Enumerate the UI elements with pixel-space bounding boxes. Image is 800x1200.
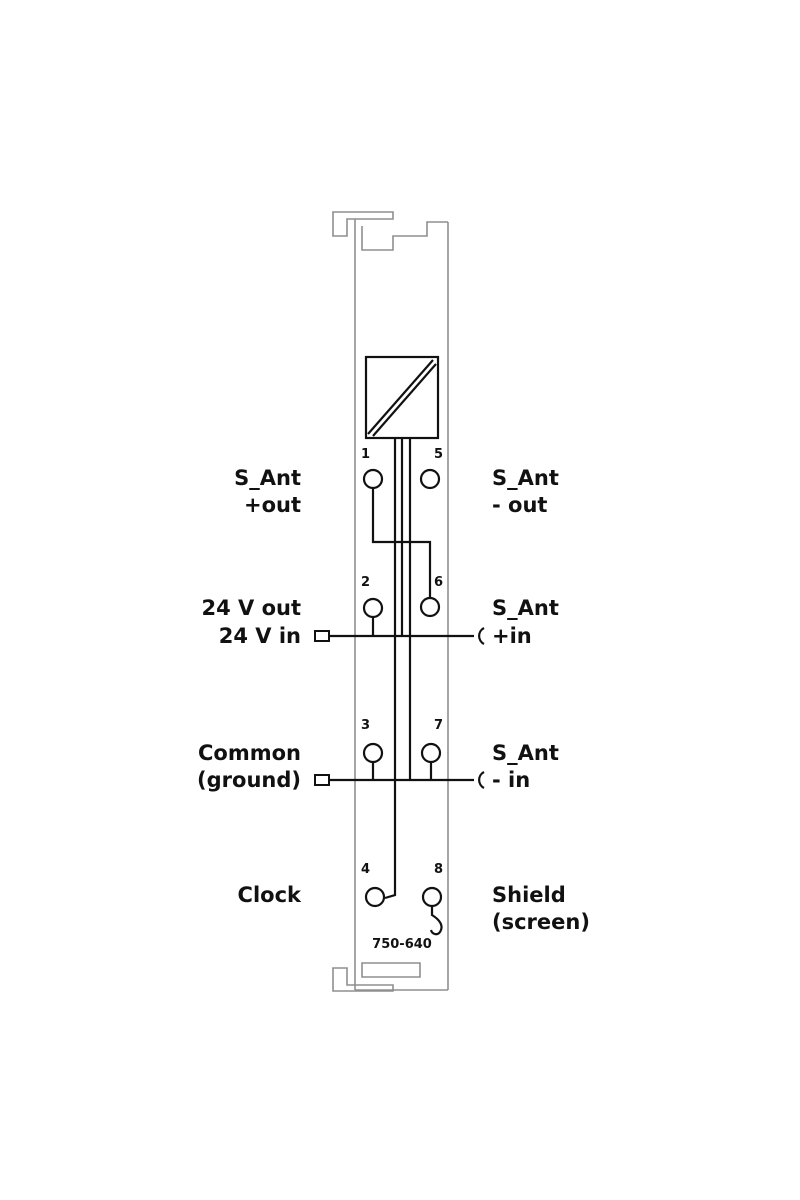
label-sant-in-plus-1: S_Ant: [492, 596, 559, 620]
label-shield-1: Shield: [492, 883, 566, 907]
housing-top-notch: [361, 221, 448, 251]
left-labels: S_Ant +out 24 V out 24 V in Common (grou…: [197, 466, 302, 907]
label-sant-out-minus-2: - out: [492, 493, 547, 517]
model-number: 750-640: [372, 937, 432, 952]
housing-top-latch: [332, 211, 394, 237]
pin-number-1: 1: [361, 447, 370, 462]
wire-pin1-pin6: [371, 489, 432, 597]
terminal-3: [362, 742, 384, 764]
housing-bottom-notch: [361, 962, 421, 978]
label-common-1: Common: [198, 741, 301, 765]
housing-body: [354, 219, 449, 991]
label-sant-in-minus-1: S_Ant: [492, 741, 559, 765]
terminal-6: [419, 596, 441, 618]
wire-bus-a: [384, 438, 397, 900]
connector-24v-square-icon: [314, 630, 330, 642]
converter-diagonal-a: [367, 359, 434, 435]
terminal-4: [364, 886, 386, 908]
label-sant-out-minus-1: S_Ant: [492, 466, 559, 490]
terminals: [362, 468, 443, 908]
pin-number-4: 4: [361, 862, 370, 877]
pin-numbers: 1 2 3 4 5 6 7 8: [361, 447, 443, 877]
terminal-8: [421, 886, 443, 908]
pin-number-2: 2: [361, 575, 370, 590]
connector-ground-square-icon: [314, 774, 330, 786]
pin-number-7: 7: [434, 718, 443, 733]
internal-wiring: [329, 438, 474, 936]
housing-bottom-latch: [332, 967, 394, 992]
external-connectors: [314, 627, 485, 789]
terminal-5: [419, 468, 441, 490]
pin-number-6: 6: [434, 575, 443, 590]
terminal-1: [362, 468, 384, 490]
terminal-2: [362, 597, 384, 619]
wire-shield-hook: [429, 907, 443, 936]
label-sant-out-plus-2: +out: [244, 493, 301, 517]
right-labels: S_Ant - out S_Ant +in S_Ant - in Shield …: [492, 466, 590, 934]
label-clock: Clock: [238, 883, 302, 907]
pin-number-5: 5: [434, 447, 443, 462]
pin-number-3: 3: [361, 718, 370, 733]
label-24v-2: 24 V in: [219, 624, 301, 648]
connector-sant-minus-in-icon: [478, 771, 485, 789]
pin-number-8: 8: [434, 862, 443, 877]
converter-block: [364, 355, 440, 440]
connector-sant-plus-in-icon: [478, 627, 485, 645]
label-sant-out-plus-1: S_Ant: [234, 466, 301, 490]
label-common-2: (ground): [197, 768, 301, 792]
converter-box: [364, 355, 440, 440]
converter-diagonal-b: [372, 363, 437, 437]
label-sant-in-plus-2: +in: [492, 624, 532, 648]
terminal-7: [420, 742, 442, 764]
label-sant-in-minus-2: - in: [492, 768, 530, 792]
label-24v-1: 24 V out: [201, 596, 301, 620]
label-shield-2: (screen): [492, 910, 590, 934]
module-housing: [332, 211, 449, 992]
